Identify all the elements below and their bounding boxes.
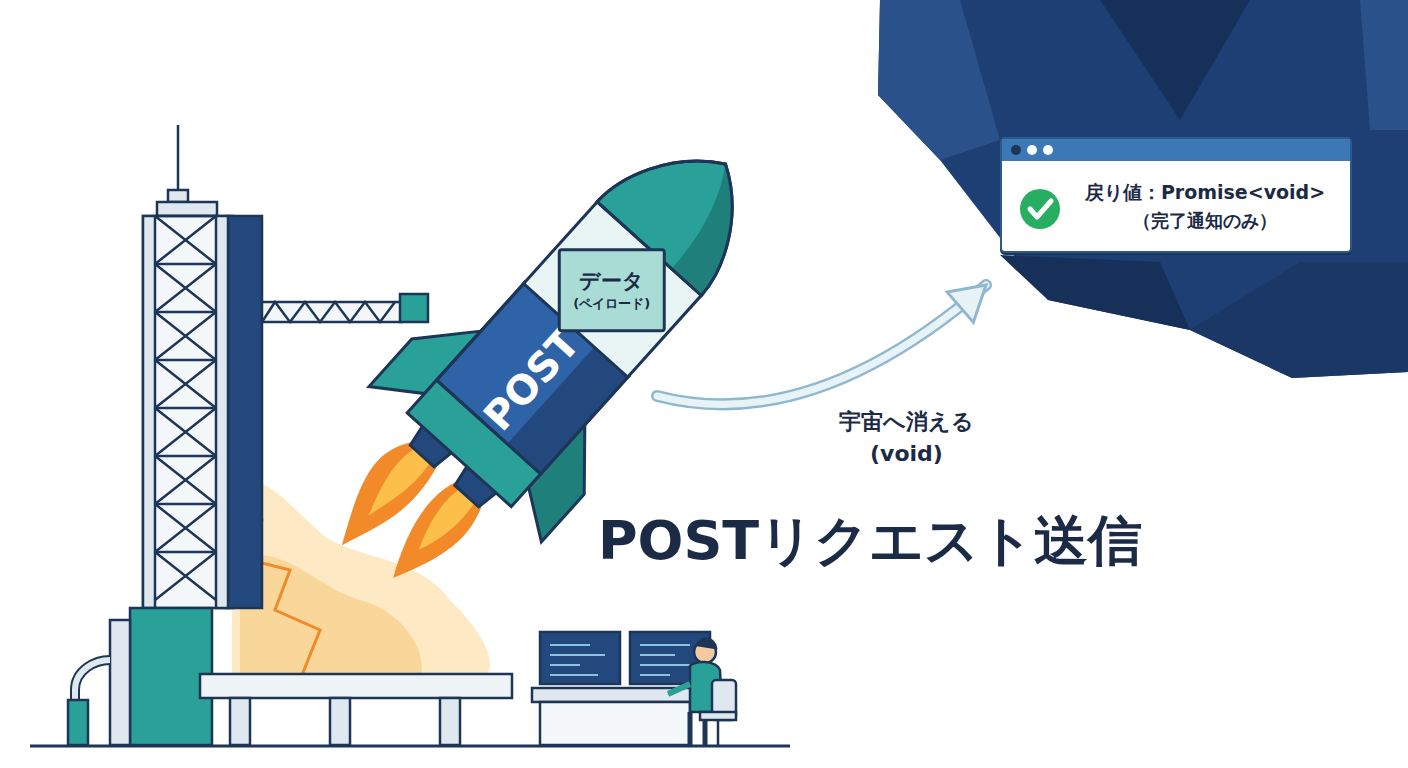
launch-tower: [157, 202, 217, 216]
launch-tower: [168, 190, 188, 202]
window-decor: [1043, 145, 1053, 155]
launch-tower: [330, 698, 350, 745]
launch-tower: [68, 700, 88, 745]
control-desk: [640, 674, 670, 676]
control-desk: [532, 688, 712, 702]
control-desk: [668, 684, 690, 694]
space-polygon: [1000, 255, 1190, 330]
space-polygon: [878, 0, 1408, 378]
space-polygon: [1190, 262, 1408, 378]
curved-arrow: [657, 285, 986, 404]
tower-lattice: [155, 216, 216, 600]
launch-tower: [216, 216, 228, 608]
launch-tower: [143, 216, 233, 608]
rocket-body: POSTデータ(ペイロード): [392, 117, 777, 523]
space-polygon: [878, 0, 1000, 160]
launch-tower: [177, 125, 180, 192]
launch-tower: [440, 698, 460, 745]
return-value: 戻り値：Promise<void>: [1085, 178, 1325, 207]
launch-tower: [230, 698, 250, 745]
launch-tower: [200, 674, 512, 698]
control-desk: [550, 674, 598, 676]
rocket-hull: [649, 164, 777, 296]
diagram-title: POSTリクエスト送信: [598, 505, 1142, 578]
control-desk: [540, 632, 620, 684]
tower-lattice: [155, 552, 216, 600]
control-desk: [550, 664, 580, 666]
launch-tower: [143, 216, 155, 608]
tower-lattice: [155, 456, 216, 504]
control-desk: [717, 720, 720, 745]
tower-lattice: [155, 504, 216, 552]
control-desk: [550, 644, 590, 646]
tower-lattice: [155, 312, 216, 360]
control-desk: [550, 645, 695, 675]
window-decor: [1027, 145, 1037, 155]
control-desk: [640, 664, 695, 666]
rocket-hull: [358, 86, 811, 553]
control-desk: [550, 654, 605, 656]
launch-tower: [110, 620, 130, 745]
window-decor: [1011, 145, 1021, 155]
launch-tower: [262, 302, 402, 322]
rocket-flame: [359, 446, 432, 524]
tower-lattice: [155, 408, 216, 456]
edge-label: 宇宙へ消える (void): [827, 406, 987, 470]
launch-tower: [262, 302, 395, 322]
window-body: 戻り値：Promise<void>（完了通知のみ）: [1072, 169, 1338, 243]
control-desk: [532, 632, 736, 745]
curved-arrow: [657, 285, 986, 404]
launch-tower: [400, 294, 428, 322]
control-desk: [640, 654, 675, 656]
ground-line: [30, 745, 790, 748]
window-decor: [1030, 201, 1051, 217]
curved-arrow: [947, 285, 986, 322]
space-polygon: [1360, 0, 1408, 130]
tower-lattice: [155, 264, 216, 312]
payload-heading: データ: [579, 267, 644, 295]
tower-lattice: [155, 216, 216, 264]
control-desk: [697, 639, 716, 648]
tower-lattice: [155, 360, 216, 408]
control-desk: [700, 712, 736, 720]
space-polygon: [878, 0, 1408, 378]
control-desk: [540, 702, 690, 745]
payload-note: (ペイロード): [573, 295, 650, 313]
return-note: （完了通知のみ）: [1133, 207, 1277, 234]
window-titlebar: [1002, 139, 1350, 161]
result-window: 戻り値：Promise<void>（完了通知のみ）: [1000, 137, 1352, 253]
control-desk: [640, 644, 690, 646]
curved-arrow: [657, 285, 986, 404]
payload-box: データ(ペイロード): [558, 248, 666, 332]
window-decor: [1020, 189, 1060, 229]
space-polygon: [1100, 0, 1250, 120]
launch-tower: [228, 216, 262, 608]
